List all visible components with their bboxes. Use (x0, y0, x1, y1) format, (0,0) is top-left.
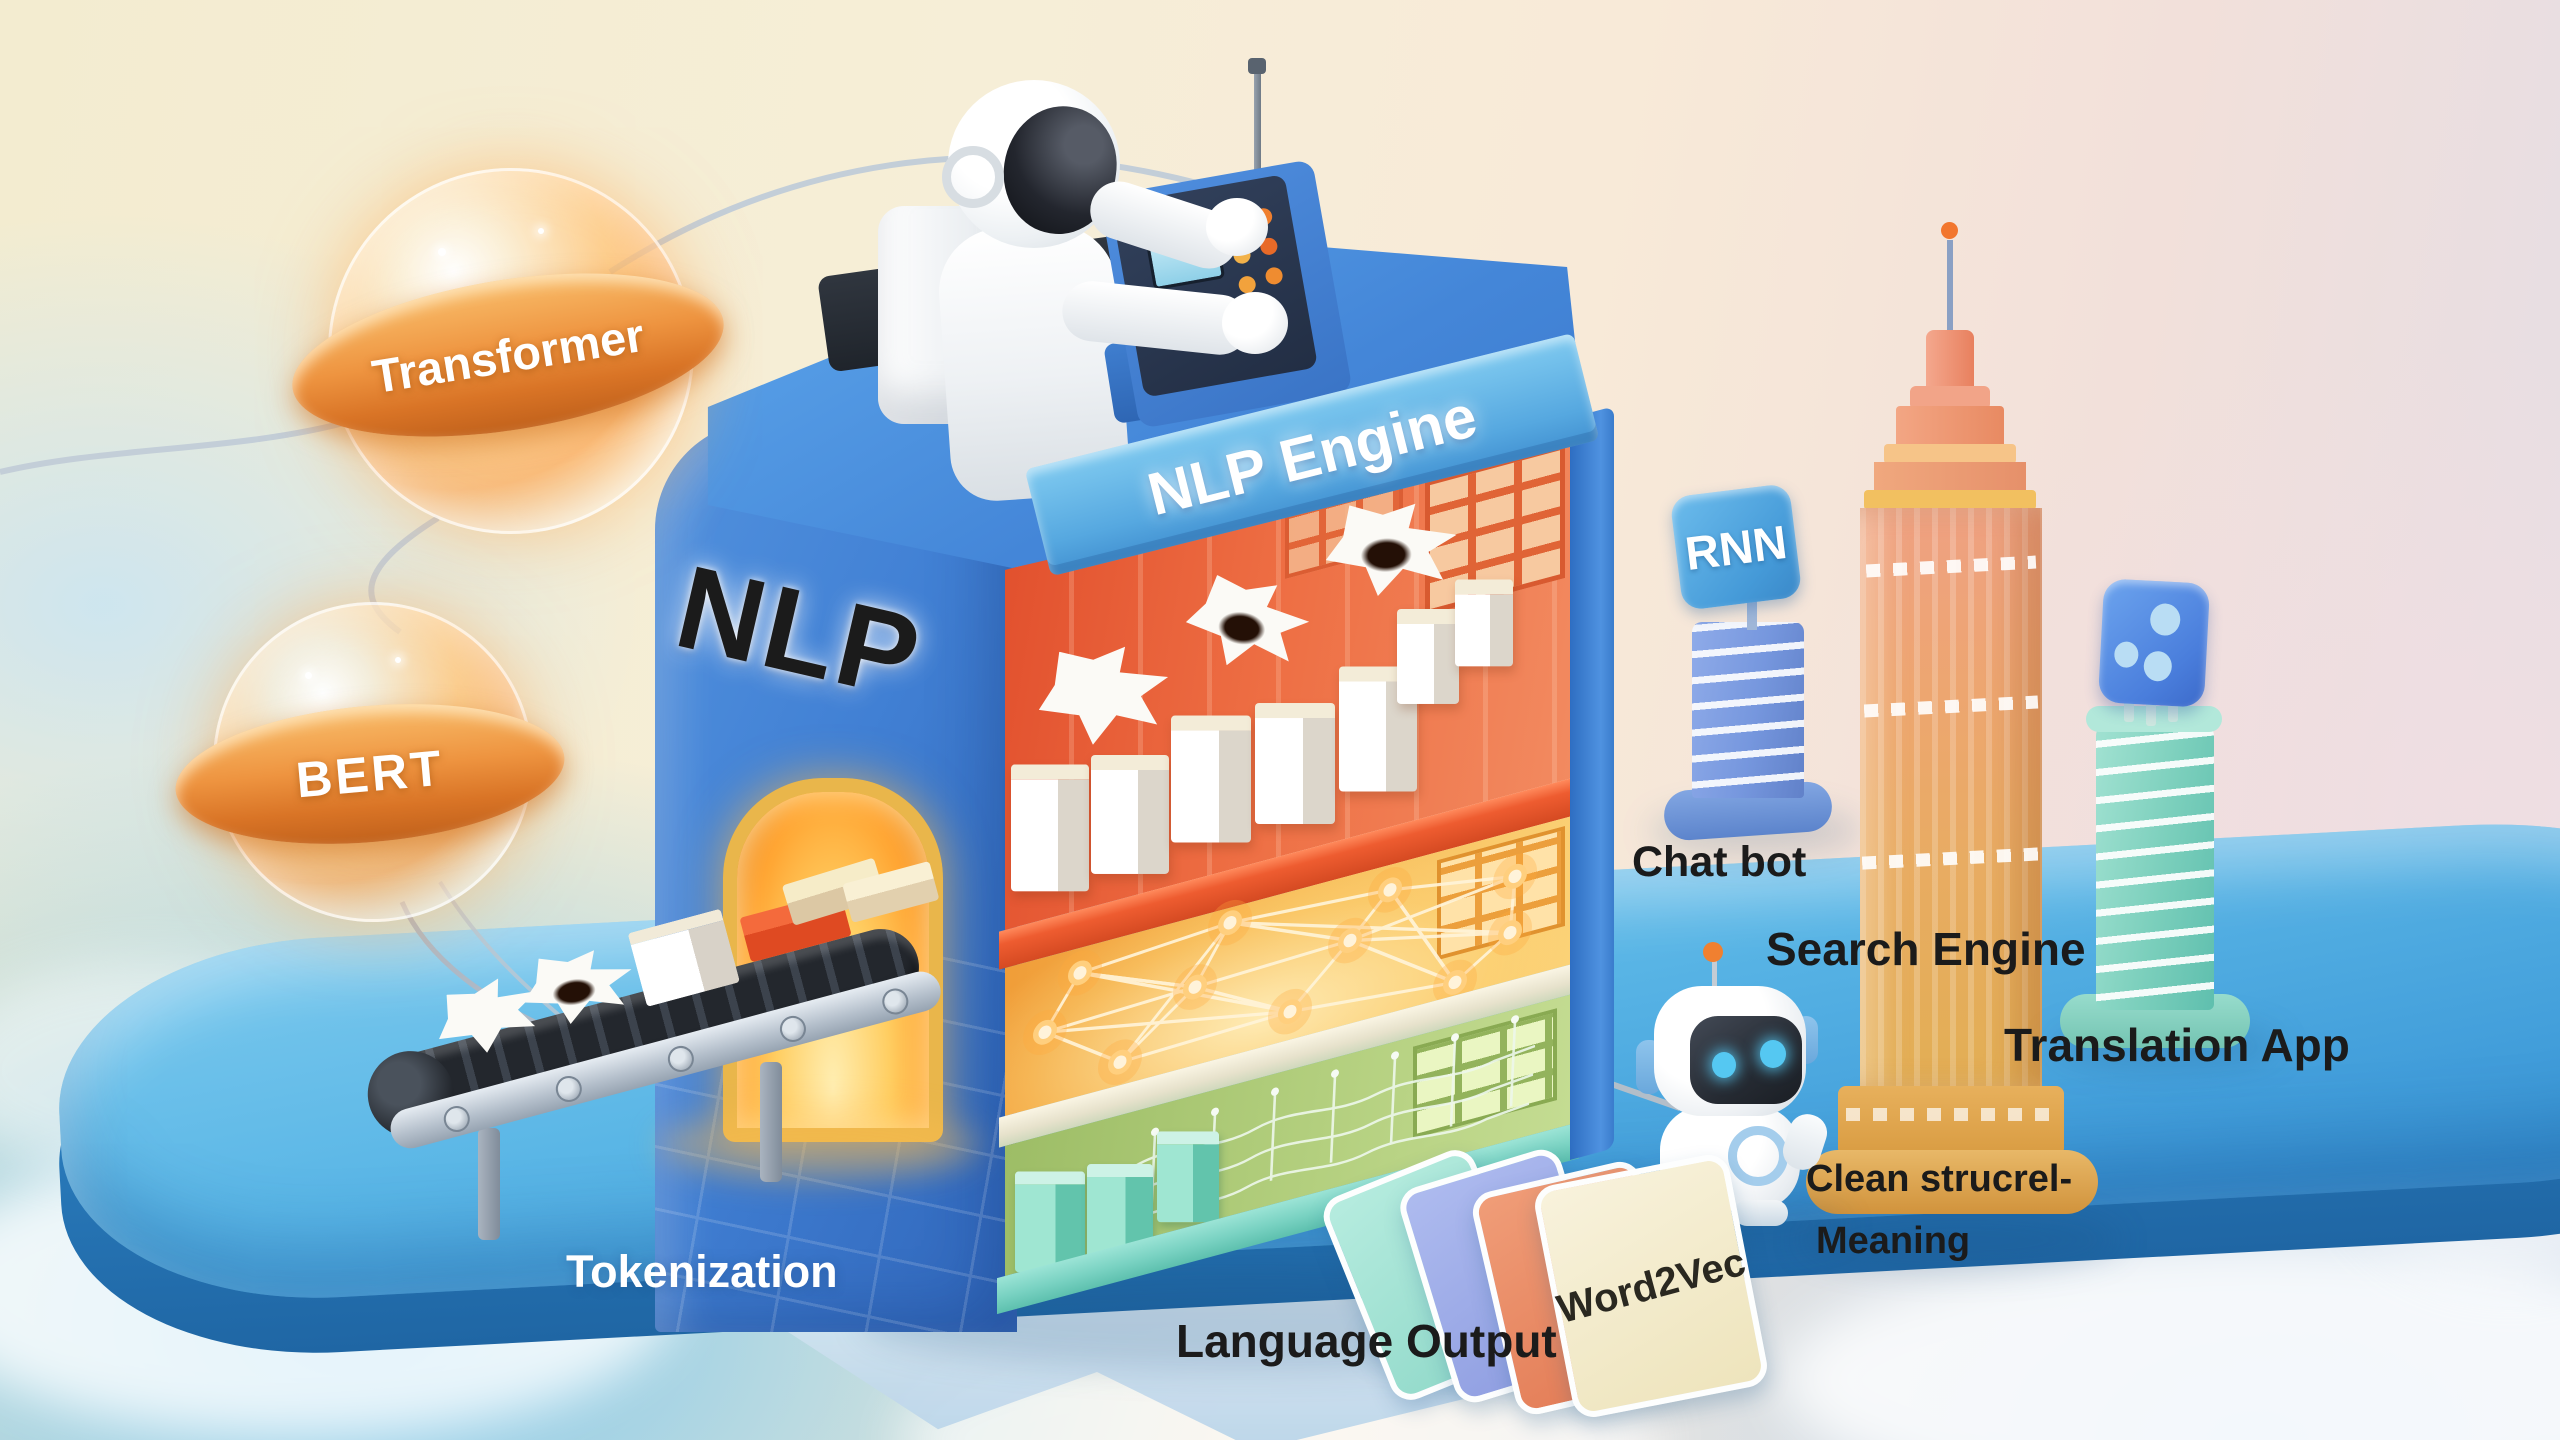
robot-eye (1712, 1052, 1736, 1078)
dot-icon (2149, 602, 2182, 637)
bert-sphere: BERT (169, 602, 571, 932)
transformer-label: Transformer (368, 307, 648, 403)
bert-label: BERT (293, 739, 447, 809)
clean-meaning-line1: Clean strucrel- (1806, 1158, 2073, 1200)
transformer-sphere: Transformer (280, 168, 736, 548)
skyscraper-base-pad (1806, 1150, 2098, 1214)
machine-right-post (1570, 406, 1614, 1161)
dot-icon (2143, 650, 2173, 682)
skyscraper-spire (1926, 330, 1974, 392)
rnn-sign-pole (1747, 596, 1757, 630)
translation-tower (2096, 722, 2214, 1010)
console-button (1264, 266, 1284, 286)
sign-peg (2124, 696, 2134, 722)
conveyor-leg (478, 1128, 500, 1240)
sign-peg (2146, 700, 2156, 726)
robot-antenna-ball (1703, 942, 1723, 962)
chat-bot-label: Chat bot (1632, 838, 1807, 886)
skyscraper-tier2 (1874, 462, 2026, 494)
token-cube (1171, 715, 1251, 843)
skyscraper-tier1 (1896, 406, 2004, 448)
robot-eye (1760, 1040, 1786, 1068)
machine-antenna-icon (1254, 70, 1261, 220)
token-cube (1455, 579, 1513, 667)
skyscraper-antenna-ball (1941, 222, 1958, 239)
translation-app-icon (2097, 578, 2211, 708)
skyscraper-shaft (1860, 508, 2042, 1090)
clean-meaning-line2: Meaning (1816, 1220, 1971, 1262)
floor-output-room (1005, 994, 1570, 1276)
translation-app-label: Translation App (2004, 1019, 2350, 1071)
sparkle (538, 228, 544, 234)
astronaut-glove (1222, 292, 1288, 354)
helmet-knob (942, 146, 1004, 208)
floor-neural-network-room (1005, 816, 1570, 1116)
machine-antenna-cap (1248, 58, 1266, 74)
sparkle (395, 657, 401, 663)
rnn-tower (1692, 622, 1804, 798)
rnn-label: RNN (1682, 514, 1790, 580)
clean-meaning-note: Clean strucrel- Meaning (1806, 1148, 2072, 1272)
token-cube (1397, 608, 1459, 704)
output-cube (1157, 1131, 1219, 1223)
astronaut-glove (1206, 198, 1268, 256)
robot-foot (1734, 1200, 1788, 1226)
machine-interior (997, 418, 1579, 1315)
skyscraper-base-windows (1846, 1108, 2056, 1121)
language-output-label: Language Output (1176, 1315, 1557, 1367)
conveyor-leg (760, 1062, 782, 1182)
skyscraper-shadow (1800, 1210, 2120, 1270)
sparkle (305, 672, 312, 679)
token-cube (1091, 754, 1169, 874)
skyscraper-antenna (1947, 240, 1953, 336)
word2vec-label: Word2Vec (1552, 1239, 1750, 1332)
robot-visor (1690, 1016, 1802, 1104)
robot-antenna-icon (1712, 956, 1717, 992)
robot-belly-ring (1728, 1126, 1788, 1186)
search-engine-label: Search Engine (1766, 923, 2086, 975)
token-cube (1255, 703, 1335, 825)
neural-network (1023, 848, 1537, 1091)
dot-icon (2113, 640, 2140, 669)
skyscraper-trim1 (1884, 444, 2016, 464)
token-cube (1011, 764, 1089, 892)
skyscraper-trim2 (1864, 490, 2036, 510)
sign-peg (2168, 696, 2178, 722)
doorway-glow (660, 1110, 980, 1180)
tokenization-label: Tokenization (566, 1246, 838, 1297)
skyscraper-base (1838, 1086, 2064, 1156)
sparkle (438, 248, 446, 256)
rnn-sign: RNN (1669, 483, 1803, 611)
